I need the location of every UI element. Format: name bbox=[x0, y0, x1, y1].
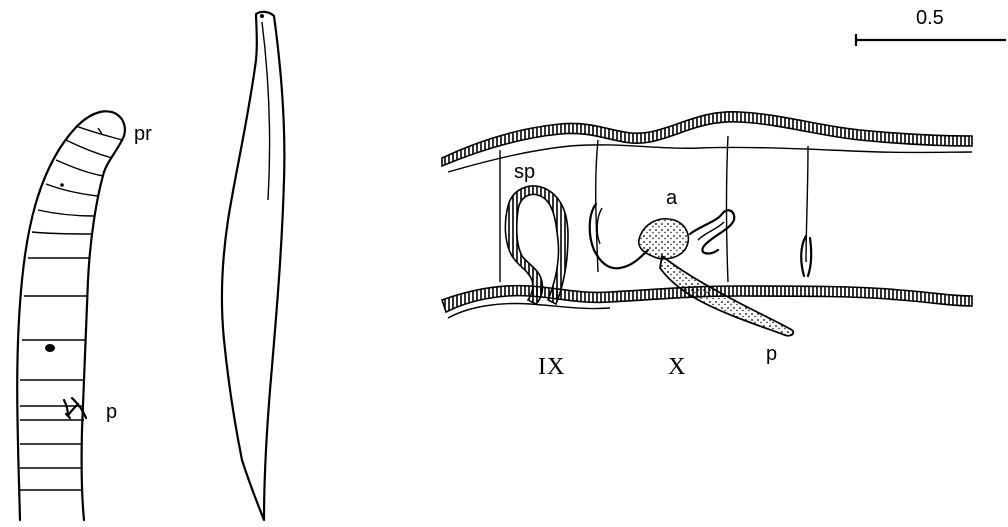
chaeta-outline bbox=[222, 12, 284, 520]
pigment-spot bbox=[45, 344, 55, 352]
chaeta-tip bbox=[260, 14, 264, 18]
segment-label-x: X bbox=[668, 354, 686, 380]
vas-deferens bbox=[690, 210, 734, 253]
panel-chaeta bbox=[222, 12, 284, 520]
label-penial-chaeta: p bbox=[106, 401, 117, 423]
panel-anterior-worm: pr p bbox=[17, 111, 152, 520]
septa bbox=[500, 136, 808, 282]
atrium bbox=[639, 219, 689, 259]
pore-dot bbox=[60, 183, 64, 187]
label-spermatheca: sp bbox=[514, 161, 535, 183]
label-atrium: a bbox=[666, 187, 678, 209]
scale-bar-label: 0.5 bbox=[916, 7, 944, 29]
label-penis: p bbox=[766, 343, 777, 365]
scale-bar: 0.5 bbox=[856, 7, 1006, 46]
segment-label-ix: IX bbox=[538, 354, 565, 380]
worm-segments bbox=[20, 126, 122, 490]
label-prostomium: pr bbox=[134, 123, 152, 145]
worm-body-outline bbox=[17, 111, 125, 520]
chaeta-inner-line bbox=[262, 22, 270, 200]
panel-section: sp a p IX X bbox=[442, 112, 972, 380]
